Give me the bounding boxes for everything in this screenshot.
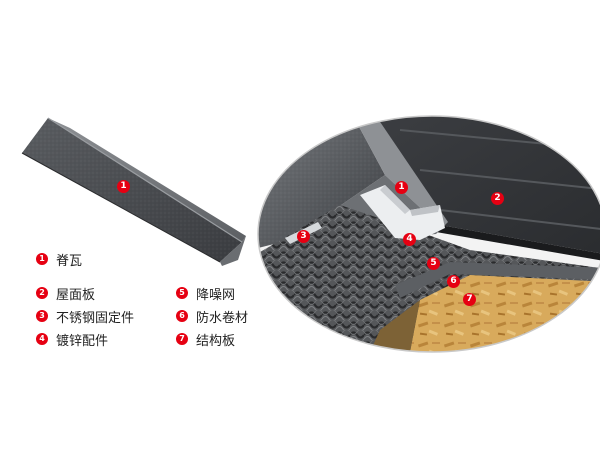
legend-item-4: 4 镀锌配件 (36, 331, 109, 349)
legend-label: 防水卷材 (196, 310, 249, 326)
marker-5: 5 (427, 257, 440, 270)
legend-item-2: 2 屋面板 (36, 285, 96, 303)
legend-item-7: 7 结构板 (176, 331, 236, 349)
legend-item-5: 5 降噪网 (176, 285, 236, 303)
marker-number: 3 (300, 231, 307, 241)
ridge-tile-product (21, 117, 246, 266)
marker-6: 6 (447, 275, 460, 288)
legend-dot: 2 (36, 287, 48, 299)
marker-number: 1 (398, 182, 405, 192)
legend-label: 镀锌配件 (56, 333, 109, 349)
marker-number: 5 (430, 258, 437, 268)
marker-4: 4 (403, 233, 416, 246)
legend-label: 不锈钢固定件 (56, 310, 135, 326)
legend-label: 结构板 (196, 333, 236, 349)
legend-dot: 6 (176, 310, 188, 322)
legend-dot: 1 (36, 253, 48, 265)
marker-7: 7 (463, 293, 476, 306)
marker-3: 3 (297, 230, 310, 243)
legend-item-6: 6 防水卷材 (176, 308, 249, 326)
marker-2: 2 (491, 192, 504, 205)
legend-label: 脊瓦 (56, 253, 83, 269)
legend-item-3: 3 不锈钢固定件 (36, 308, 135, 326)
marker-number: 2 (494, 193, 501, 203)
legend-dot: 7 (176, 333, 188, 345)
marker-number: 6 (450, 276, 457, 286)
legend-label: 降噪网 (196, 287, 236, 303)
legend-label: 屋面板 (56, 287, 96, 303)
legend-dot: 4 (36, 333, 48, 345)
legend-dot: 3 (36, 310, 48, 322)
marker-1-right: 1 (395, 181, 408, 194)
marker-number: 1 (120, 181, 127, 191)
legend-item-1: 1 脊瓦 (36, 251, 83, 269)
marker-number: 7 (466, 294, 473, 304)
legend-dot: 5 (176, 287, 188, 299)
marker-1-left: 1 (117, 180, 130, 193)
marker-number: 4 (406, 234, 413, 244)
